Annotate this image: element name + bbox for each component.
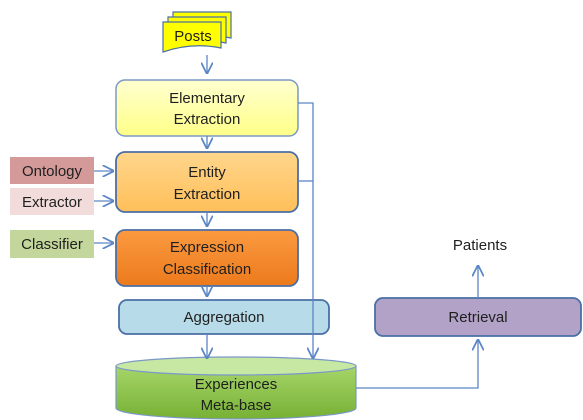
experiences-label-line2: Meta-base bbox=[201, 397, 272, 414]
expression-label-line1: Expression bbox=[170, 239, 244, 256]
expression-label-line2: Classification bbox=[163, 261, 251, 278]
extractor-box: Extractor bbox=[10, 188, 94, 215]
arrow-metabase-to-retrieval bbox=[356, 340, 478, 389]
experiences-metabase-cylinder: Experiences Meta-base bbox=[115, 356, 357, 420]
classifier-label: Classifier bbox=[21, 236, 83, 253]
elementary-label-line2: Extraction bbox=[174, 111, 241, 128]
entity-label-line1: Entity bbox=[188, 164, 226, 181]
bypass-line-elementary bbox=[298, 102, 314, 298]
elementary-extraction-box: Elementary Extraction bbox=[115, 79, 299, 137]
entity-label-line2: Extraction bbox=[174, 186, 241, 203]
expression-classification-box: Expression Classification bbox=[115, 229, 299, 287]
classifier-box: Classifier bbox=[10, 230, 94, 258]
experiences-label-line1: Experiences bbox=[195, 376, 278, 393]
patients-label: Patients bbox=[453, 237, 507, 254]
entity-extraction-box: Entity Extraction bbox=[115, 151, 299, 213]
posts-document-stack: Posts bbox=[162, 11, 232, 53]
retrieval-box: Retrieval bbox=[374, 297, 582, 337]
aggregation-label: Aggregation bbox=[184, 309, 265, 326]
retrieval-label: Retrieval bbox=[448, 309, 507, 326]
aggregation-box: Aggregation bbox=[118, 299, 330, 335]
ontology-label: Ontology bbox=[22, 163, 83, 180]
extractor-label: Extractor bbox=[22, 194, 82, 211]
elementary-label-line1: Elementary bbox=[169, 90, 245, 107]
ontology-box: Ontology bbox=[10, 157, 94, 184]
posts-label: Posts bbox=[174, 28, 212, 45]
